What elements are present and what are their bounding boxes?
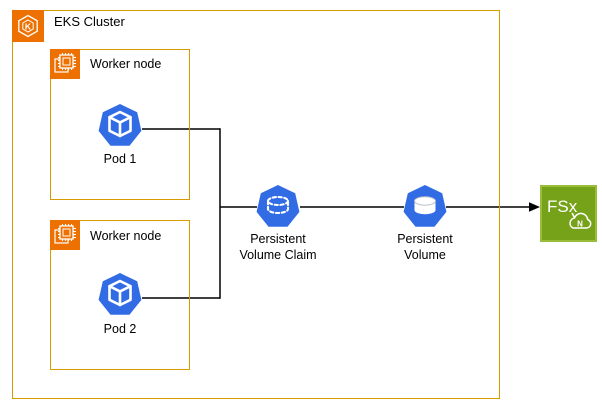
fsx-label: FSx (547, 197, 578, 216)
fsx-for-netapp-ontap-icon: FSx N (540, 185, 597, 242)
worker-node-2-group (50, 220, 190, 370)
compute-node-icon (50, 220, 80, 250)
persistent-volume-claim-icon (256, 185, 300, 227)
pvc-label: Persistent Volume Claim (239, 232, 317, 262)
eks-icon: K (12, 10, 44, 42)
arrowhead (529, 202, 540, 212)
pod-1-icon (98, 104, 142, 146)
compute-node-icon (50, 49, 80, 79)
eks-cluster-group (12, 10, 500, 399)
eks-cluster-label: EKS Cluster (54, 14, 125, 29)
persistent-volume-icon (403, 185, 447, 227)
pv-label: Persistent Volume (397, 232, 453, 262)
pod-2-label: Pod 2 (103, 322, 137, 336)
worker-node-2-label: Worker node (90, 229, 162, 243)
fsx-cloud-n-badge: N (577, 220, 583, 229)
worker-node-1-group (50, 49, 190, 200)
worker-node-1-label: Worker node (90, 57, 162, 71)
pod-1-label: Pod 1 (103, 152, 137, 166)
eks-icon-letter: K (25, 21, 32, 31)
fsx-icon-glyph: FSx N (547, 197, 592, 229)
pod-2-icon (98, 273, 142, 315)
